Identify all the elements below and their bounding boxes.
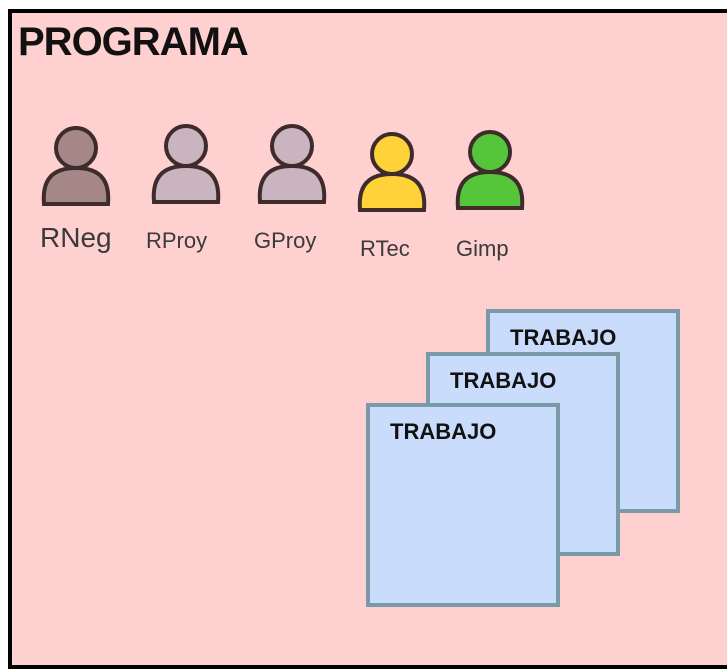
work-card-label: TRABAJO xyxy=(390,419,497,444)
role-label-rtec: RTec xyxy=(360,236,410,261)
role-label-gproy: GProy xyxy=(254,228,317,253)
role-label-gimp: Gimp xyxy=(456,236,509,261)
program-title: PROGRAMA xyxy=(18,20,249,64)
person-icon-gproy xyxy=(252,120,332,204)
work-card-label: TRABAJO xyxy=(450,368,557,393)
role-label-rneg: RNeg xyxy=(40,222,112,253)
person-icon-rneg xyxy=(36,122,116,206)
person-silhouette xyxy=(151,124,221,204)
person-silhouette xyxy=(41,126,111,206)
work-card-front: TRABAJO xyxy=(366,403,560,607)
role-label-rproy: RProy xyxy=(146,228,208,253)
person-icon-gimp xyxy=(450,126,530,210)
person-silhouette xyxy=(257,124,327,204)
person-silhouette xyxy=(455,130,525,210)
person-icon-rproy xyxy=(146,120,226,204)
person-silhouette xyxy=(357,132,427,212)
work-card-label: TRABAJO xyxy=(510,325,617,350)
person-icon-rtec xyxy=(352,128,432,212)
